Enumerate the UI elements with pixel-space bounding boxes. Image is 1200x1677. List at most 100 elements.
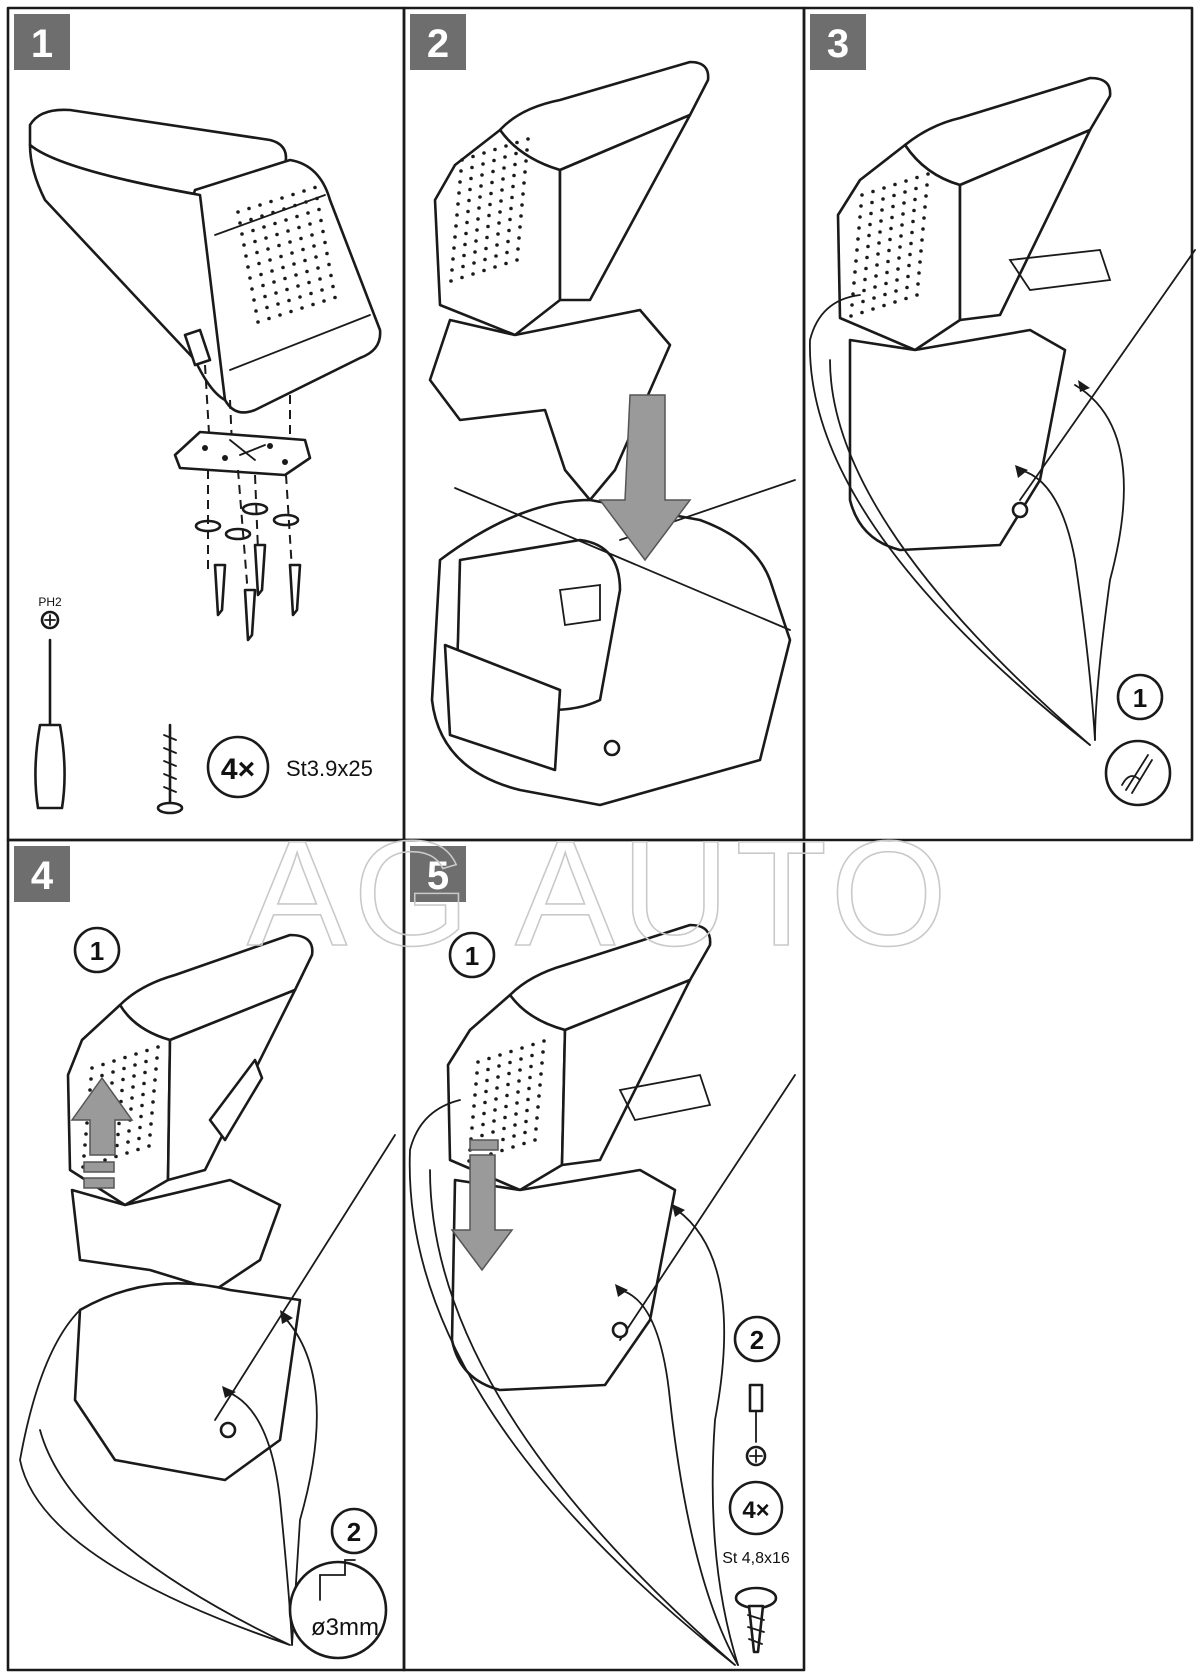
perforation-dot (541, 1050, 545, 1054)
perforation-dot (471, 1115, 475, 1119)
perforation-dot (312, 244, 316, 248)
perforation-dot (516, 247, 520, 251)
perforation-dot (492, 1119, 496, 1123)
perforation-dots-2 (449, 137, 530, 283)
perforation-dot (293, 203, 297, 208)
perforation-dot (483, 1100, 487, 1105)
perforation-dot (272, 280, 276, 284)
screwdriver-icon (748, 1383, 764, 1443)
armrest-side (28, 143, 227, 402)
perforation-dot (852, 281, 856, 285)
perforation-dot (886, 259, 890, 264)
perforation-dot (501, 1137, 505, 1142)
perforation-dot (509, 1049, 513, 1054)
perforation-dot (487, 1056, 491, 1061)
perforation-dot (236, 210, 240, 214)
perforation-dot (257, 261, 261, 266)
perforation-dot (875, 263, 879, 267)
perforation-dot (524, 1119, 528, 1124)
perforation-dot (911, 219, 915, 224)
perforation-dot (333, 295, 337, 300)
perforation-dot (513, 1123, 517, 1127)
perforation-dot (322, 299, 326, 303)
perforation-dot (471, 154, 475, 159)
perforation-dot (111, 1070, 115, 1074)
perforation-dot (141, 1092, 145, 1097)
perforation-dot (122, 1066, 126, 1071)
perforation-dot (485, 235, 489, 240)
perforation-dot (536, 1105, 540, 1109)
callout-number-top: 1 (90, 936, 104, 966)
callout-circle (448, 931, 496, 979)
perforation-dot (147, 1144, 151, 1148)
perforation-dot (310, 233, 314, 237)
perforation-dot (495, 243, 499, 247)
perforation-dot (458, 180, 462, 184)
perforation-dot (311, 302, 315, 307)
perforation-dot (314, 255, 318, 259)
perforation-dot (475, 228, 479, 232)
perforation-dot (525, 1108, 529, 1113)
panel-frames (6, 6, 1194, 1672)
perforation-dot (323, 240, 327, 245)
panel-2-illustration (428, 60, 796, 807)
perforation-dot (899, 234, 903, 238)
perforation-dot (906, 274, 910, 279)
perforation-dot (472, 1104, 476, 1108)
screw-spec: St3.9x25 (286, 756, 373, 781)
perforation-dot (144, 1059, 148, 1064)
perforation-dot (917, 271, 921, 275)
perforation-dot (534, 1127, 538, 1131)
perforation-dot (145, 1048, 149, 1053)
perforation-dot (494, 254, 498, 258)
perforation-dot (493, 147, 497, 152)
perforation-dot (515, 258, 519, 262)
perforation-dot (319, 218, 323, 223)
perforation-dot (481, 1122, 485, 1127)
perforation-dot (924, 194, 928, 198)
perforation-dot (242, 243, 246, 247)
perforation-dot (121, 1077, 125, 1082)
perforation-dot (256, 320, 260, 324)
perforation-dot (260, 214, 264, 218)
callout-circle (73, 926, 121, 974)
perforation-dot (133, 1063, 137, 1067)
perforation-dot (275, 232, 279, 237)
perforation-dot (285, 287, 289, 292)
perforation-dot (507, 228, 511, 233)
perforation-dot (878, 230, 882, 234)
perforation-dot (919, 249, 923, 253)
perforation-dot (486, 224, 490, 229)
perforation-dot (535, 1116, 539, 1120)
perforation-dot (255, 250, 259, 255)
perforation-dot (315, 196, 319, 201)
perforation-dot (864, 266, 868, 271)
perforation-dot (529, 1064, 533, 1069)
hinge-stub (183, 328, 212, 367)
perforation-dot (926, 172, 930, 176)
perforation-dot (303, 258, 307, 263)
perforation-dot (143, 1070, 147, 1075)
perforation-dot (327, 262, 331, 267)
perforation-dot (101, 1062, 105, 1067)
perforation-dot (474, 239, 478, 243)
perforation-dot (907, 263, 911, 268)
perforation-dot (495, 1086, 499, 1090)
perforation-dot (905, 285, 909, 290)
perforation-dot (460, 158, 464, 162)
center-console (73, 1282, 302, 1482)
perforation-dot (894, 289, 898, 293)
perforation-dot (475, 1071, 479, 1075)
perforation-dot (887, 248, 891, 253)
perforation-dots-3 (849, 172, 930, 318)
perforation-dot (125, 1151, 129, 1155)
perforation-dot (476, 217, 480, 221)
perforation-dot (912, 208, 916, 213)
perforation-dot (881, 197, 885, 201)
callout-circle (330, 1507, 378, 1555)
perforation-dot (517, 236, 521, 240)
perforation-dot (278, 313, 282, 317)
step-number-2: 2 (427, 22, 449, 66)
washer (272, 513, 300, 527)
down-arrow-icon (598, 394, 692, 562)
